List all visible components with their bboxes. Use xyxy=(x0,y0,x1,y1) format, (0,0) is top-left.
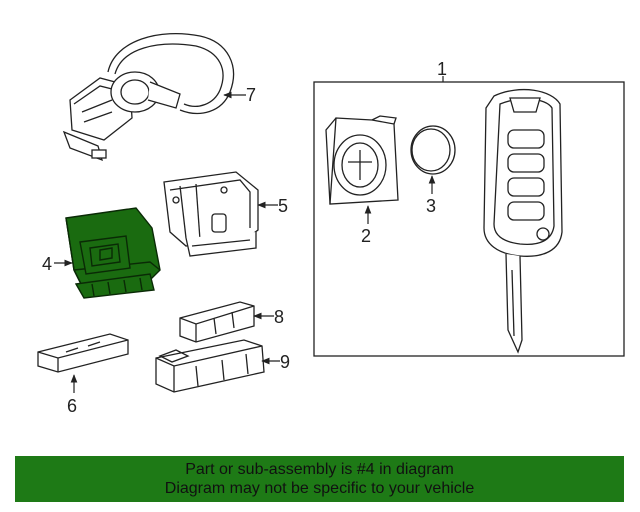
callout-4: 4 xyxy=(42,254,52,274)
callout-6: 6 xyxy=(67,396,77,416)
part-7-ignition-switch[interactable] xyxy=(62,32,235,162)
banner-line-part: Part or sub-assembly is #4 in diagram xyxy=(185,461,454,478)
callout-8: 8 xyxy=(274,307,284,327)
key-kit-box xyxy=(313,76,625,357)
callout-3: 3 xyxy=(426,196,436,216)
callout-2: 2 xyxy=(361,226,371,246)
part-4-control-module[interactable] xyxy=(65,207,161,299)
leader-lines xyxy=(54,91,436,393)
part-8-bracket[interactable] xyxy=(179,301,255,343)
part-2-lock-cylinder[interactable] xyxy=(325,115,399,205)
callout-9: 9 xyxy=(280,352,290,372)
part-3-battery[interactable] xyxy=(410,125,456,175)
key-fob xyxy=(483,88,563,354)
banner-line-disclaimer: Diagram may not be specific to your vehi… xyxy=(164,480,475,497)
part-5-housing[interactable] xyxy=(163,171,259,257)
part-6-cover[interactable] xyxy=(37,333,129,373)
info-banner: Part or sub-assembly is #4 in diagram Di… xyxy=(15,456,624,502)
callout-1: 1 xyxy=(437,59,447,79)
callout-5: 5 xyxy=(278,196,288,216)
callout-7: 7 xyxy=(246,85,256,105)
part-9-tray[interactable] xyxy=(155,339,265,393)
